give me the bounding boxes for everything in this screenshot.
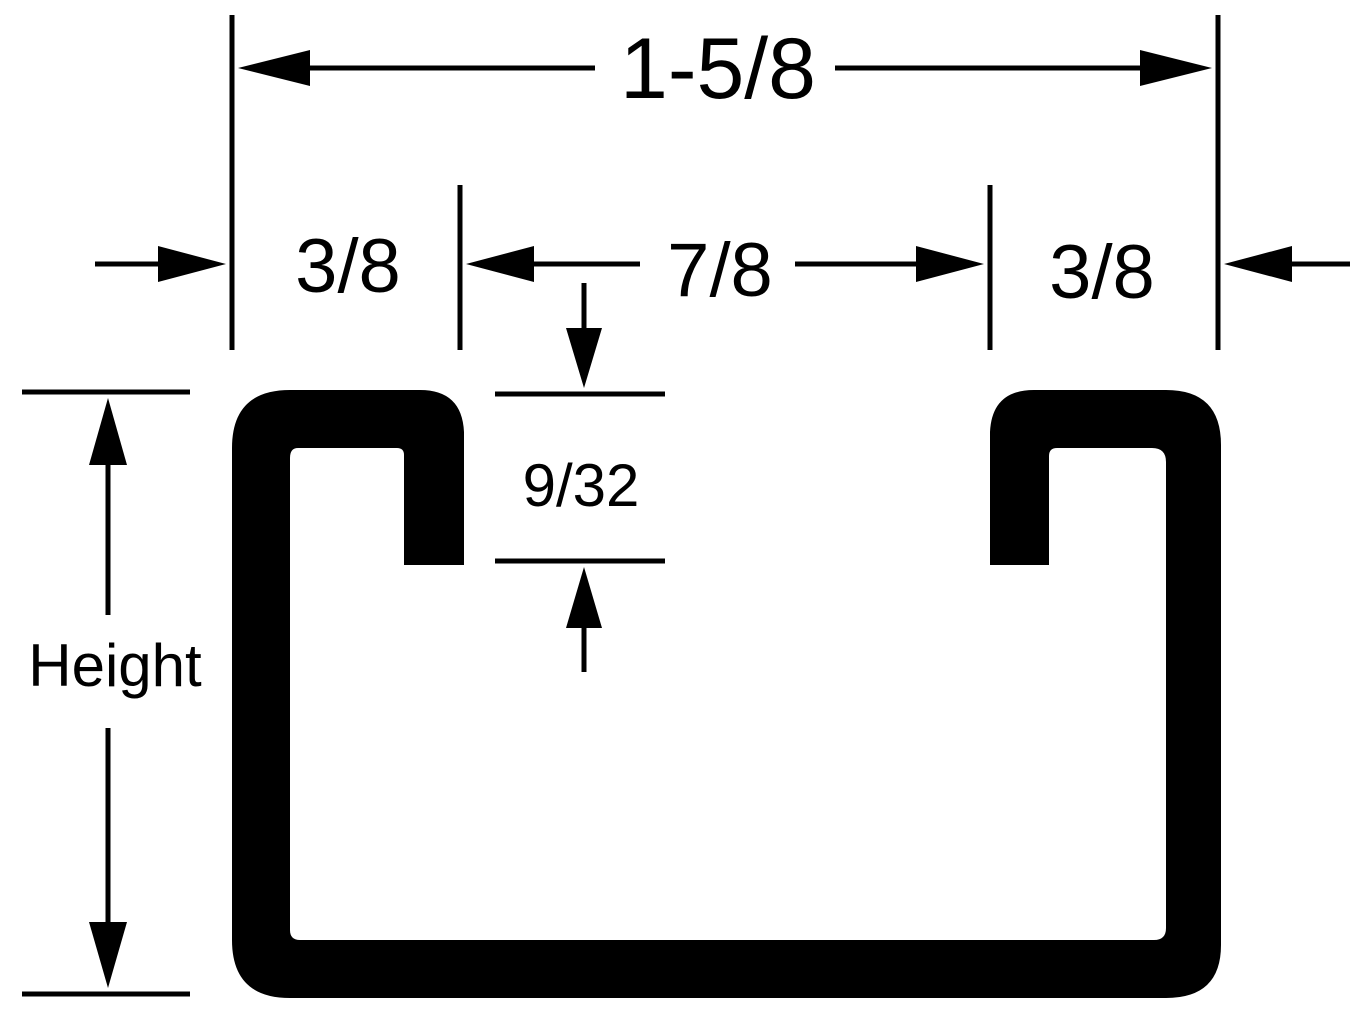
arrowhead-left-icon xyxy=(238,50,310,86)
arrowhead-down-icon xyxy=(89,922,127,988)
left-lip-label: 3/8 xyxy=(295,224,401,309)
arrowhead-down-icon xyxy=(566,328,602,388)
arrowhead-right-icon xyxy=(158,246,226,282)
lip-depth-label: 9/32 xyxy=(523,452,640,519)
left-lip-dimension: 3/8 xyxy=(95,224,401,309)
slot-opening-label: 7/8 xyxy=(667,228,773,313)
overall-width-dimension: 1-5/8 xyxy=(238,21,1212,117)
arrowhead-left-icon xyxy=(466,246,534,282)
right-lip-dimension: 3/8 xyxy=(1049,230,1350,315)
arrowhead-right-icon xyxy=(1140,50,1212,86)
overall-width-label: 1-5/8 xyxy=(620,21,816,117)
right-lip-label: 3/8 xyxy=(1049,230,1155,315)
height-label: Height xyxy=(28,632,202,699)
slot-opening-dimension: 7/8 xyxy=(466,228,984,313)
arrowhead-up-icon xyxy=(89,398,127,465)
arrowhead-up-icon xyxy=(566,567,602,628)
lip-depth-dimension: 9/32 xyxy=(495,283,665,672)
arrowhead-right-icon xyxy=(916,246,984,282)
channel-profile xyxy=(232,390,1221,998)
height-dimension: Height xyxy=(22,389,202,997)
arrowhead-left-icon xyxy=(1224,246,1292,282)
